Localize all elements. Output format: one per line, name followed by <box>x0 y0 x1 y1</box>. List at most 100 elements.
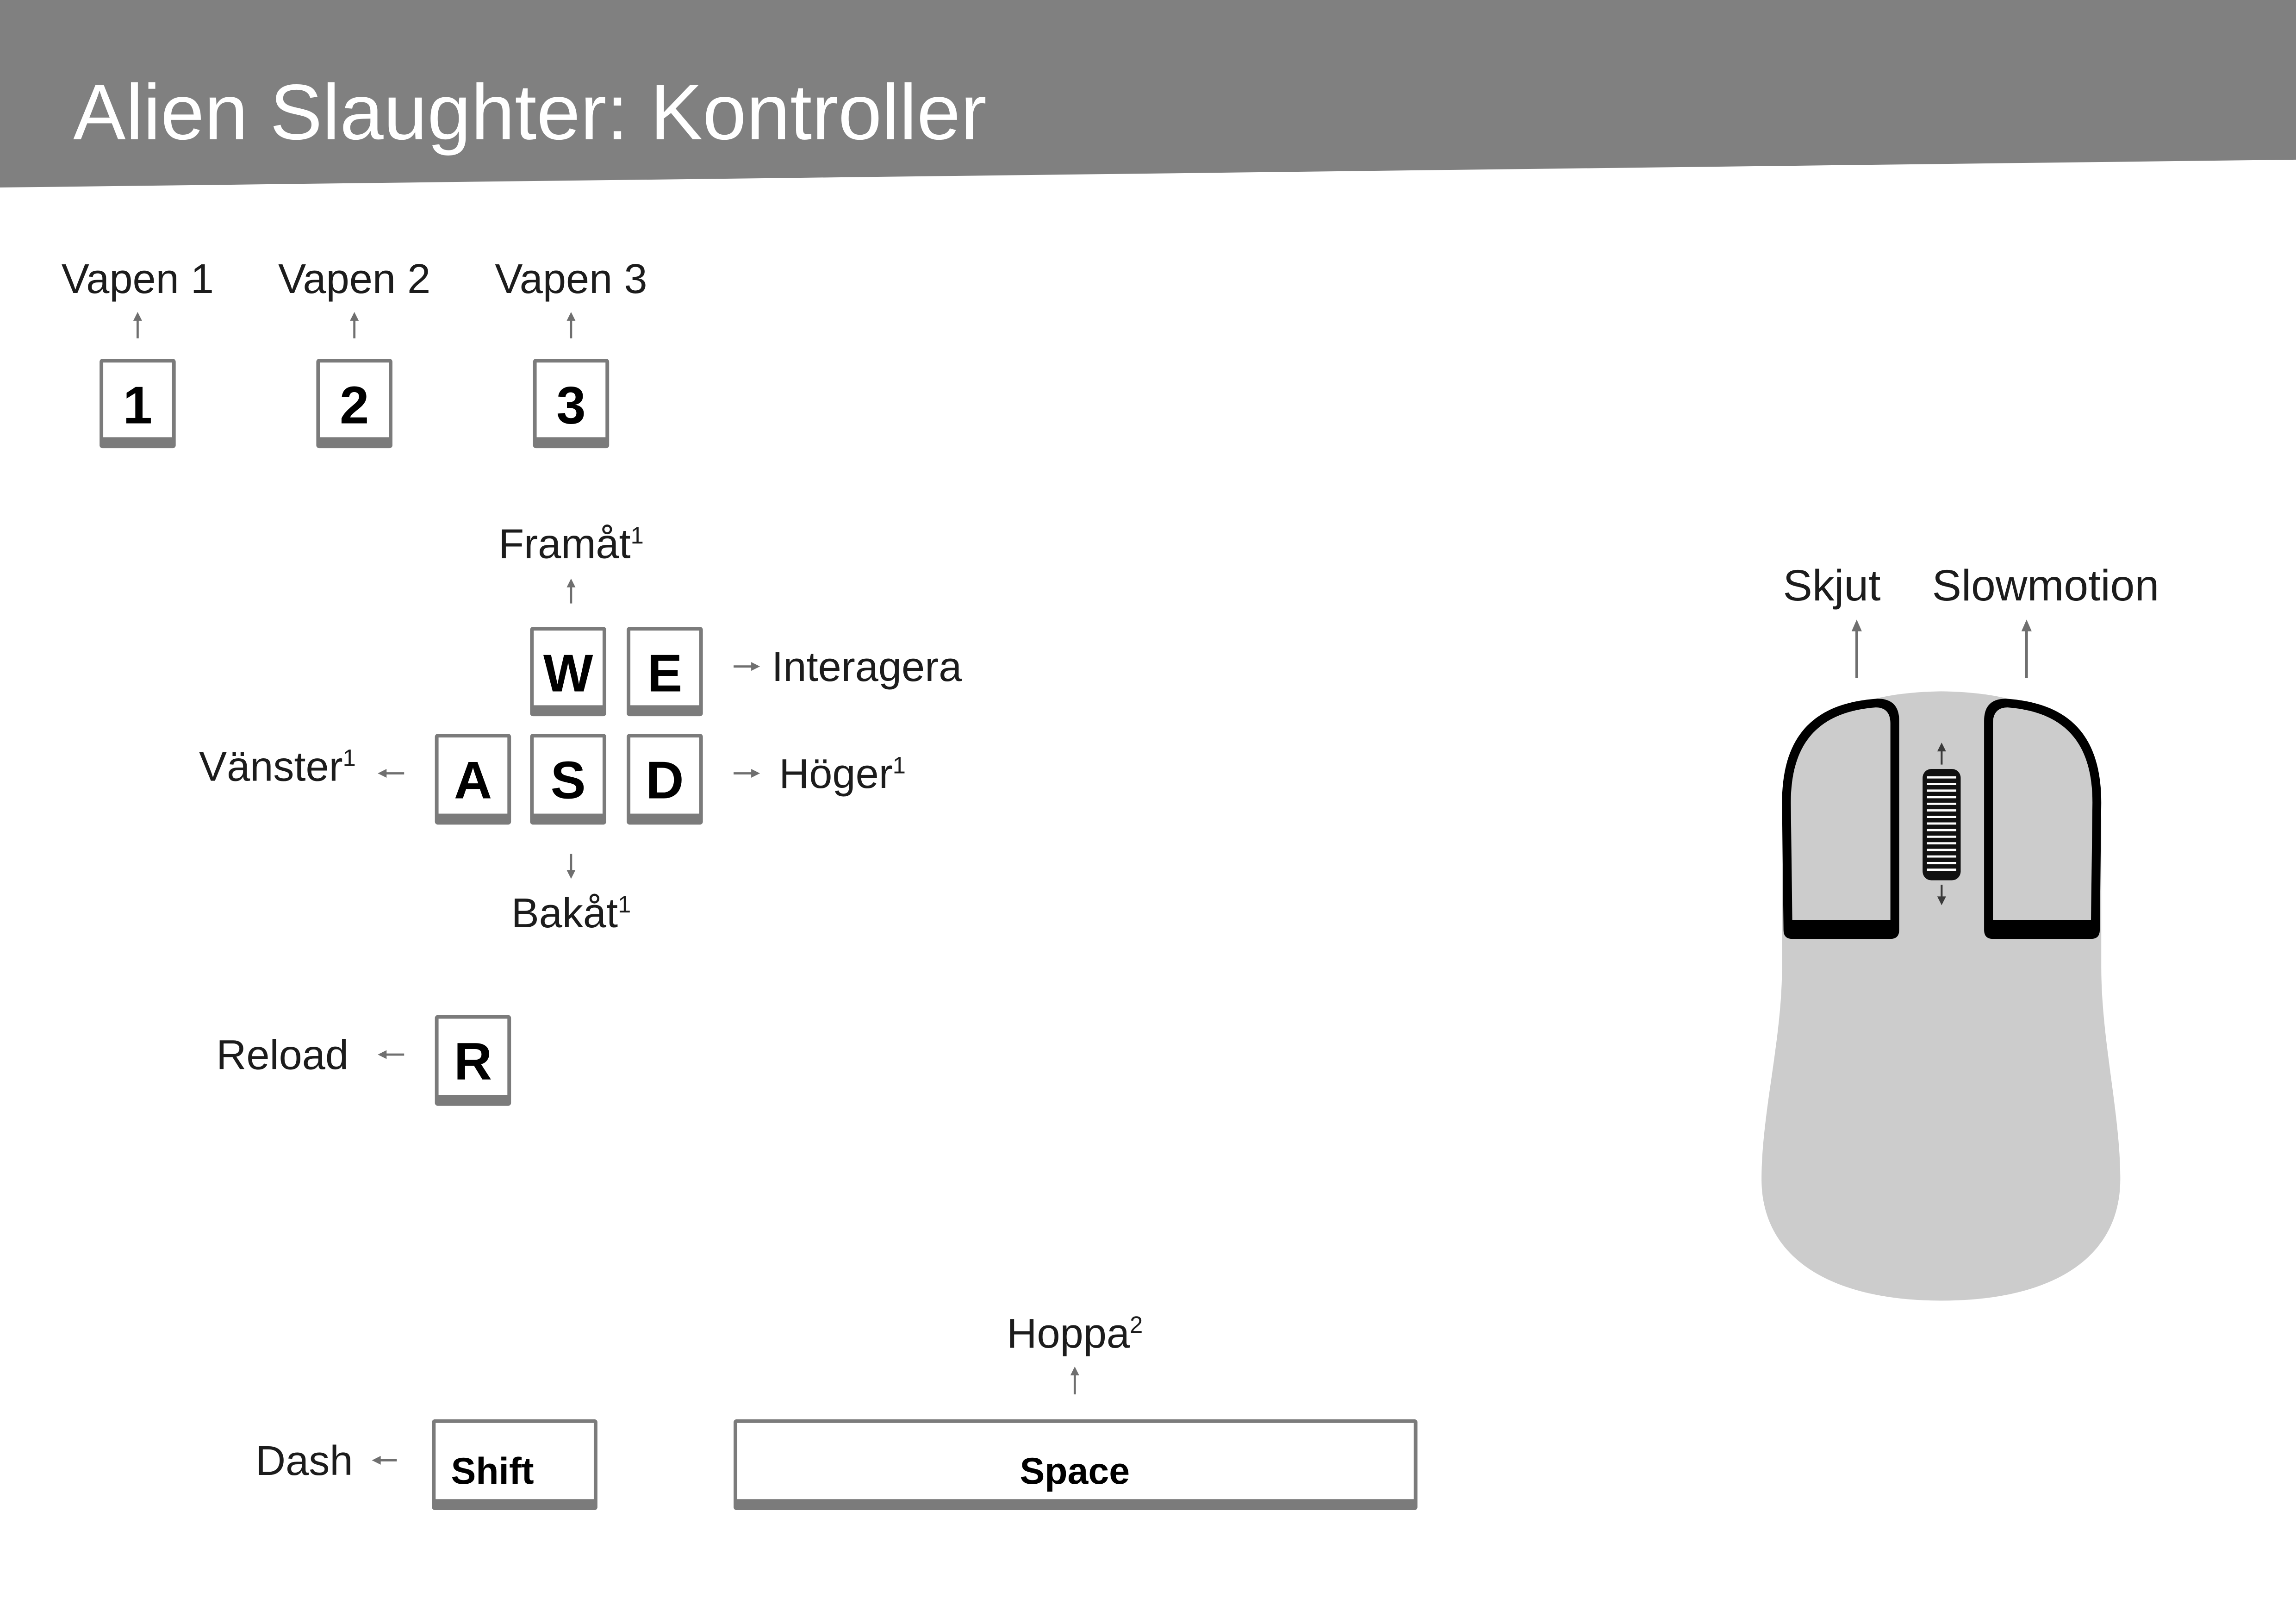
movement-controls: Framåt1 W E Interagera Vänster1 <box>199 520 962 936</box>
key-face <box>534 737 603 814</box>
arrow-head <box>1070 1366 1079 1375</box>
scroll-down-arrow-icon <box>1937 885 1946 906</box>
mouse-controls: Skjut Slowmotion <box>1761 561 2159 1301</box>
key-face <box>438 1018 508 1095</box>
key-space: Space <box>734 1419 1418 1510</box>
dash-label: Dash <box>255 1437 353 1484</box>
jump-control: Hoppa2 Space <box>734 1310 1418 1510</box>
weapon-3-control: Vapen 3 3 <box>495 256 647 449</box>
interact-label: Interagera <box>772 643 962 690</box>
key-a-label: A <box>454 751 492 810</box>
key-3-label: 3 <box>556 376 585 435</box>
key-face <box>436 1423 594 1499</box>
key-s: S <box>530 734 606 825</box>
jump-label-text: Hoppa <box>1007 1310 1130 1357</box>
key-face <box>630 631 699 706</box>
arrow-up-icon <box>350 312 359 338</box>
arrow-head <box>1851 619 1862 631</box>
weapon-controls: Vapen 1 1 Vapen 2 2 Va <box>62 256 647 449</box>
key-s-label: S <box>551 751 586 810</box>
left-label: Vänster1 <box>199 743 356 790</box>
weapon-3-label: Vapen 3 <box>495 256 647 302</box>
left-label-text: Vänster <box>199 743 343 790</box>
weapon-2-control: Vapen 2 2 <box>278 256 430 449</box>
arrow-head <box>751 662 760 671</box>
mouse-icon <box>1761 691 2121 1301</box>
key-1-label: 1 <box>123 376 152 435</box>
right-mouse-button <box>1984 699 2102 939</box>
key-3: 3 <box>533 359 610 449</box>
right-button-label: Slowmotion <box>1932 561 2159 610</box>
arrow-up-icon <box>1070 1366 1079 1395</box>
right-footnote: 1 <box>893 752 906 779</box>
header-banner: Alien Slaughter: Kontroller <box>0 0 2296 187</box>
arrow-left-icon <box>378 769 404 778</box>
forward-footnote: 1 <box>631 522 644 549</box>
key-face <box>630 737 699 814</box>
back-footnote: 1 <box>618 891 631 918</box>
arrow-head <box>566 578 576 587</box>
arrow-left-icon <box>378 1050 404 1059</box>
key-a: A <box>435 734 511 825</box>
key-shift-label: Shift <box>451 1450 534 1492</box>
reload-label: Reload <box>216 1032 348 1079</box>
key-d-label: D <box>646 751 684 810</box>
forward-label: Framåt1 <box>498 520 644 567</box>
key-w-label: W <box>543 644 593 703</box>
arrow-head <box>372 1455 381 1465</box>
header-background <box>0 0 2296 187</box>
key-r-label: R <box>454 1032 492 1091</box>
arrow-right-icon <box>734 662 760 671</box>
page-title: Alien Slaughter: Kontroller <box>73 69 987 156</box>
key-face <box>103 362 172 437</box>
key-face <box>536 362 606 437</box>
jump-footnote: 2 <box>1130 1312 1143 1338</box>
left-mouse-button <box>1782 699 1899 939</box>
weapon-2-label: Vapen 2 <box>278 256 430 302</box>
key-w: W <box>530 627 606 717</box>
left-footnote: 1 <box>343 745 356 771</box>
arrow-up-icon <box>566 578 576 604</box>
right-label: Höger1 <box>779 750 906 797</box>
arrow-head <box>2021 619 2032 631</box>
key-2-label: 2 <box>340 376 369 435</box>
right-label-text: Höger <box>779 750 893 797</box>
arrow-head <box>1937 743 1946 752</box>
arrow-head <box>566 870 576 879</box>
weapon-1-label: Vapen 1 <box>62 256 214 302</box>
key-r: R <box>435 1015 511 1106</box>
right-button-face <box>1993 707 2093 920</box>
arrow-head <box>378 769 387 778</box>
arrow-down-icon <box>566 854 576 879</box>
weapon-1-control: Vapen 1 1 <box>62 256 214 449</box>
key-e-label: E <box>647 644 682 703</box>
key-space-label: Space <box>1020 1450 1130 1492</box>
arrow-right-icon <box>734 769 760 778</box>
reload-control: Reload R <box>216 1015 511 1106</box>
back-label-text: Bakåt <box>511 890 618 937</box>
dash-control: Dash Shift <box>255 1419 597 1510</box>
back-label: Bakåt1 <box>511 890 631 937</box>
key-d: D <box>627 734 703 825</box>
key-face <box>438 737 508 814</box>
key-face <box>534 631 603 706</box>
key-shift: Shift <box>432 1419 597 1510</box>
arrow-left-icon <box>372 1455 397 1465</box>
arrow-head <box>566 312 576 321</box>
scroll-wheel <box>1923 769 1961 881</box>
arrow-up-icon <box>2021 619 2032 678</box>
arrow-head <box>751 769 760 778</box>
key-2: 2 <box>316 359 392 449</box>
arrow-up-icon <box>133 312 142 338</box>
jump-label: Hoppa2 <box>1007 1310 1143 1357</box>
arrow-head <box>133 312 142 321</box>
left-button-face <box>1791 707 1891 920</box>
arrow-head <box>378 1050 387 1059</box>
scroll-up-arrow-icon <box>1937 743 1946 765</box>
arrow-head <box>1937 896 1946 906</box>
forward-label-text: Framåt <box>498 520 631 567</box>
key-face <box>737 1423 1414 1499</box>
left-button-label: Skjut <box>1783 561 1881 610</box>
arrow-up-icon <box>1851 619 1862 678</box>
